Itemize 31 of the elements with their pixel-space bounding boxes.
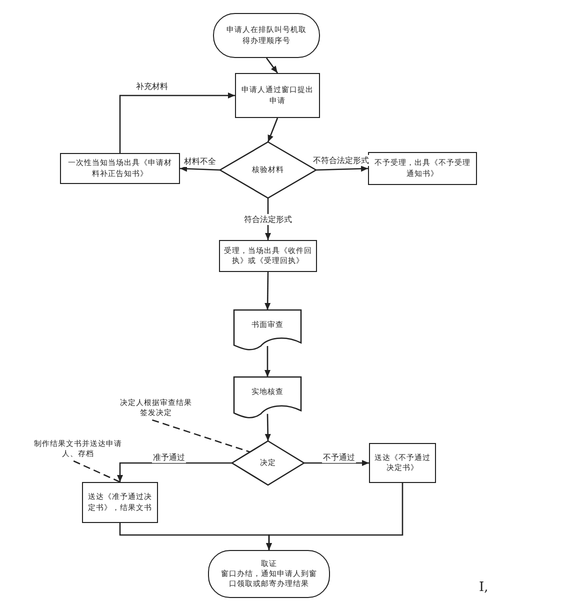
leader-line: [152, 419, 250, 453]
edge-label: 不予通过: [322, 452, 356, 463]
leader-line: [73, 460, 120, 483]
edge-label: 材料不全: [183, 156, 217, 167]
process-box: [368, 152, 477, 185]
arrow: [264, 346, 270, 377]
arrow: [304, 460, 369, 466]
terminal-shape: [208, 550, 330, 598]
arrow: [267, 118, 278, 142]
edge-label: 补充材料: [135, 81, 169, 92]
process-box: [369, 443, 436, 483]
process-box: [60, 153, 180, 184]
arrow: [264, 272, 271, 310]
edge-label: 不符合法定形式: [312, 155, 370, 166]
document-shape: [234, 310, 301, 350]
process-box: [82, 482, 158, 523]
edge-label: 准予通过: [152, 452, 186, 463]
edge-label: 符合法定形式: [243, 214, 293, 225]
arrow: [180, 166, 220, 172]
arrow: [117, 462, 232, 482]
process-box: [219, 240, 317, 272]
document-shape: [234, 377, 301, 418]
arrow: [266, 483, 404, 550]
arrow: [119, 92, 235, 153]
arrow: [264, 414, 271, 442]
process-box: [235, 73, 320, 118]
arrow: [316, 166, 368, 172]
arrow: [266, 58, 278, 74]
decision-diamond: [232, 441, 304, 485]
page-mark: I,: [478, 580, 490, 595]
terminal-shape: [213, 13, 320, 58]
